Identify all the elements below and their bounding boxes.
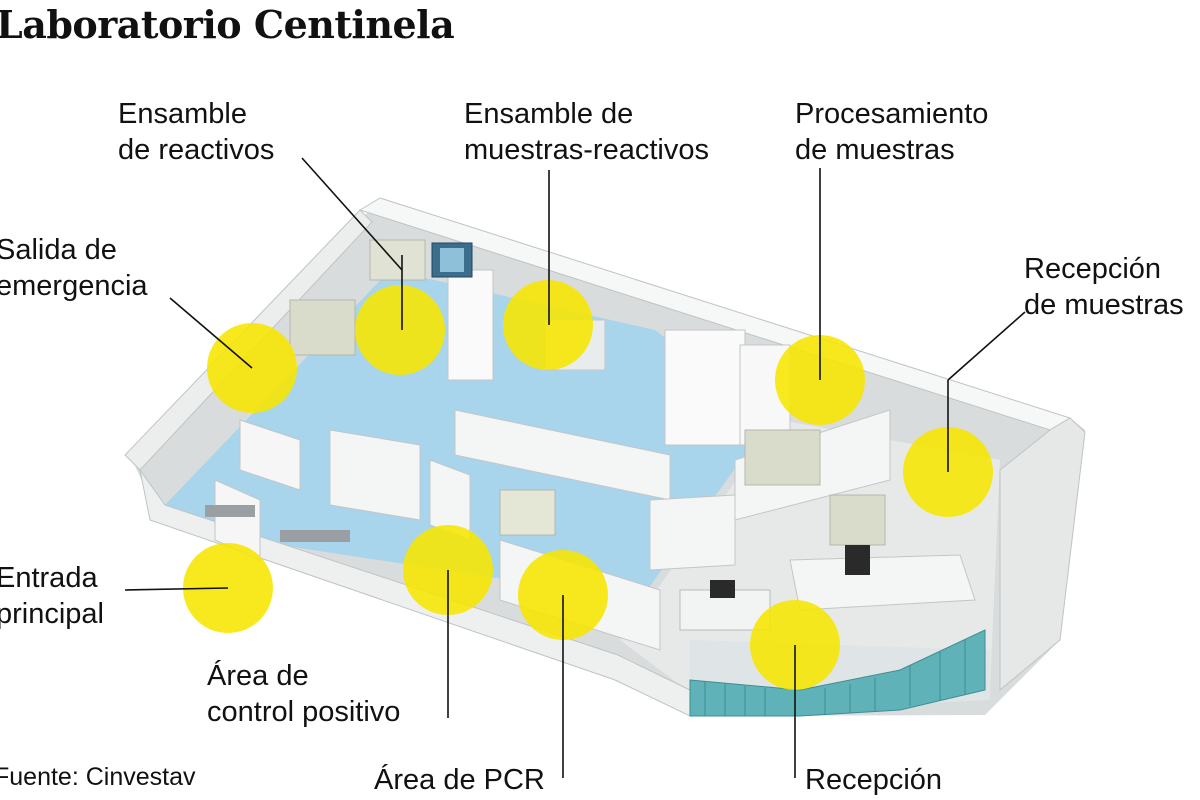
reception-curtain — [689, 629, 986, 717]
label-ensamble-reactivos: Ensamble de reactivos — [118, 98, 275, 166]
equipment — [289, 299, 356, 356]
label-salida-emergencia: Salida de emergencia — [0, 234, 148, 302]
leader-recepcion-muestras — [947, 311, 1026, 381]
bench — [205, 505, 255, 517]
right-wall — [999, 417, 1086, 692]
page-title: Laboratorio Centinela — [0, 2, 455, 47]
leader-ensamble-reactivos — [301, 157, 403, 271]
label-pcr: Área de PCR — [374, 764, 545, 796]
monitor — [710, 580, 735, 598]
bench — [280, 530, 350, 542]
highlight-ensamble-muestras — [503, 280, 593, 370]
label-recepcion: Recepción — [805, 764, 943, 796]
leader-entrada — [124, 587, 229, 591]
label-control-positivo: Área de control positivo — [207, 660, 401, 728]
label-ensamble-muestras: Ensamble de muestras-reactivos — [464, 98, 709, 166]
equipment — [829, 494, 886, 546]
source-credit: Fuente: Cinvestav — [0, 763, 196, 791]
partition — [789, 554, 976, 611]
leader-salida — [169, 297, 253, 369]
cabinet — [447, 269, 494, 381]
label-recepcion-muestras: Recepción de muestras — [1024, 253, 1184, 321]
label-procesamiento: Procesamiento de muestras — [795, 98, 989, 166]
equipment — [744, 429, 821, 486]
cabinet — [664, 329, 746, 446]
window — [440, 248, 464, 272]
equipment — [845, 545, 870, 575]
bench — [499, 489, 556, 536]
equipment — [369, 239, 426, 281]
highlight-ensamble-reactivos — [355, 285, 445, 375]
partition — [239, 419, 301, 491]
partition — [329, 429, 421, 521]
partition — [649, 494, 736, 571]
label-entrada-principal: Entrada principal — [0, 562, 104, 630]
